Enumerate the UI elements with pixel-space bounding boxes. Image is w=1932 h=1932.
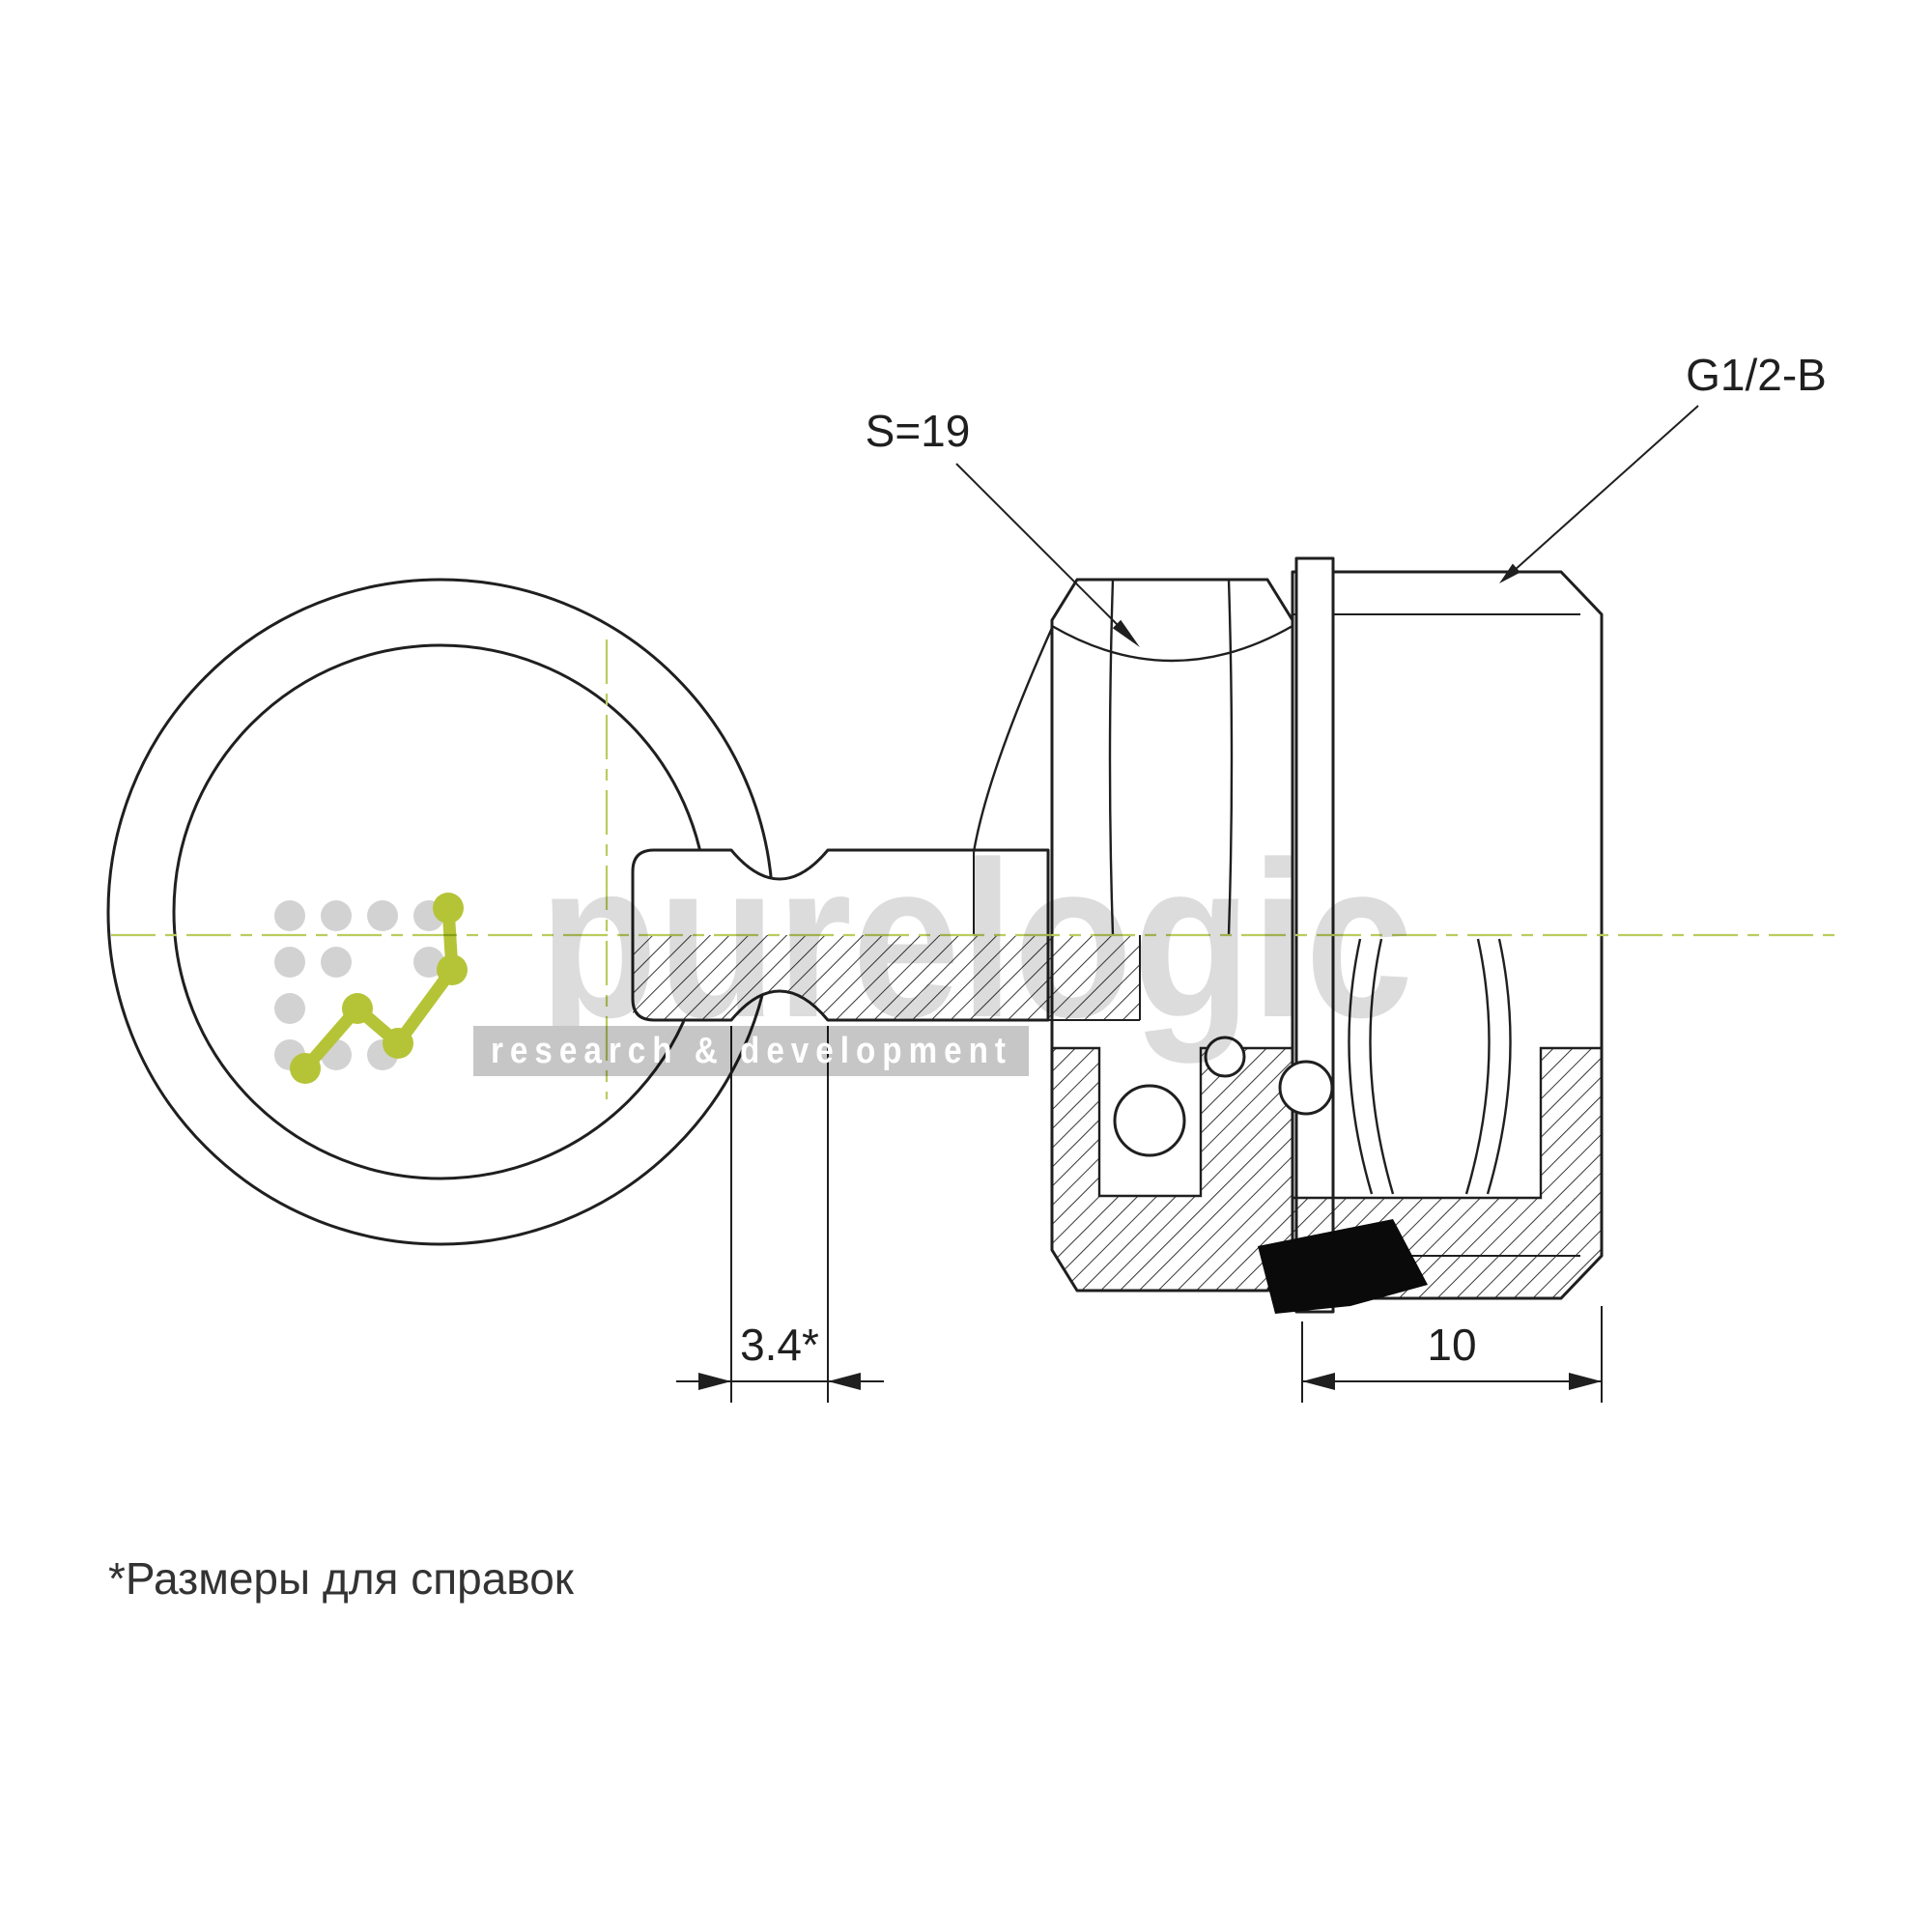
watermark-tagline: research & development <box>491 1031 1012 1071</box>
leader-line-thread <box>1504 405 1699 580</box>
dim-groove-label: 3.4* <box>740 1320 819 1370</box>
watermark-logo <box>274 893 468 1084</box>
reference-note: *Размеры для справок <box>108 1553 575 1604</box>
logo-dot-green <box>433 893 464 923</box>
dim-thread-length-label: 10 <box>1427 1320 1476 1370</box>
hex-facet-line-left <box>1108 579 1115 936</box>
leader-thread-spec: G1/2-B <box>1499 350 1827 583</box>
leader-arrow-s19 <box>1112 619 1140 647</box>
ball-section-small <box>1204 1036 1246 1078</box>
logo-dot-green <box>383 1028 413 1059</box>
logo-dot <box>274 900 305 931</box>
logo-dot-green <box>290 1053 321 1084</box>
logo-dot <box>321 947 352 978</box>
cavity-curve-2 <box>1369 938 1395 1195</box>
wrench-size-label: S=19 <box>866 406 971 456</box>
logo-dot <box>274 993 305 1024</box>
dim-arrow-right <box>1569 1373 1602 1390</box>
dim-arrow-left <box>698 1373 731 1390</box>
leader-arrow-thread <box>1499 563 1520 583</box>
cavity-curve-3 <box>1464 938 1491 1195</box>
hex-facet-line-right <box>1227 579 1234 936</box>
watermark-tagline-band <box>473 1026 1029 1076</box>
o-ring-section <box>1113 1084 1186 1157</box>
cavity-curve-1 <box>1348 938 1374 1195</box>
section-hatching <box>633 935 1604 1314</box>
dimension-thread-length: 10 <box>1301 1306 1603 1403</box>
logo-dot <box>274 947 305 978</box>
logo-dot-green <box>342 993 373 1024</box>
leader-line-s19 <box>955 463 1123 631</box>
thread-spec-label: G1/2-B <box>1686 350 1827 400</box>
dim-arrow-right <box>828 1373 861 1390</box>
dim-arrow-left <box>1302 1373 1335 1390</box>
ball-section-medium <box>1278 1060 1334 1116</box>
hex-top-facet-arc <box>1051 624 1293 663</box>
dimension-groove-width: 3.4* <box>676 1026 884 1403</box>
seal-black-section <box>1258 1219 1428 1314</box>
watermark: purelogic <box>274 815 1413 1084</box>
hex-cone-arc <box>972 627 1054 853</box>
watermark-brand: purelogic <box>539 815 1413 1064</box>
body-section-left <box>1050 1046 1294 1293</box>
leader-wrench-size: S=19 <box>866 406 1140 647</box>
cavity-curve-4 <box>1486 938 1512 1195</box>
logo-dot <box>321 900 352 931</box>
logo-dot-green <box>437 954 468 985</box>
logo-dot <box>367 900 398 931</box>
stem-section-hatch <box>633 935 1140 1020</box>
centerlines <box>111 639 1840 1099</box>
